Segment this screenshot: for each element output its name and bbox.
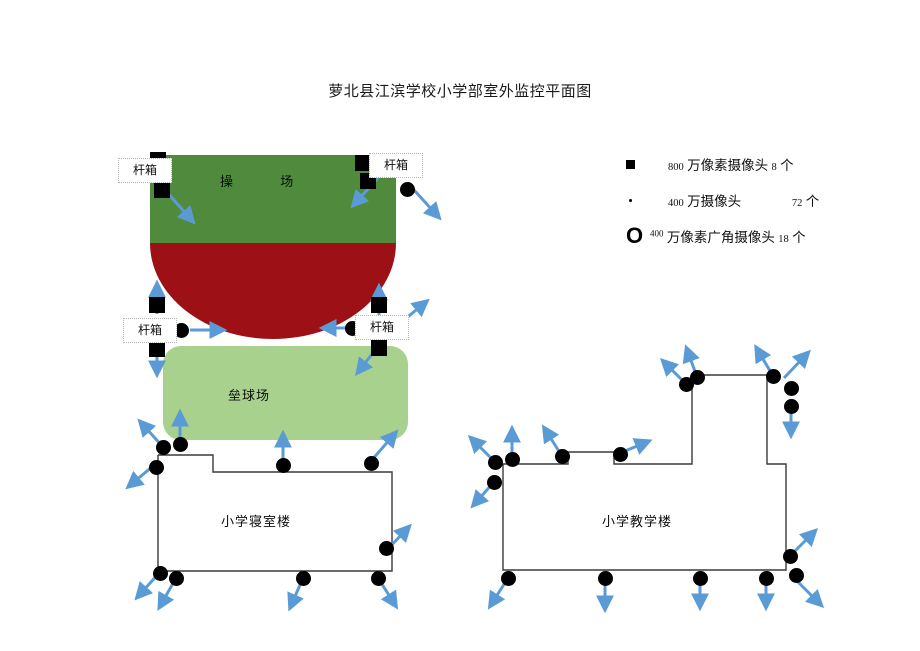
camera-round[interactable] [598, 571, 613, 586]
legend-count-prefix: 400 [650, 228, 664, 239]
camera-square[interactable] [371, 340, 387, 356]
camera-round[interactable] [400, 182, 415, 197]
camera-round[interactable] [613, 447, 628, 462]
camera-round[interactable] [296, 571, 311, 586]
pole-box-bottom-right: 杆箱 [355, 315, 409, 340]
camera-round[interactable] [276, 458, 291, 473]
legend-quantity: 8 [771, 162, 777, 173]
dormitory-label: 小学寝室楼 [221, 514, 292, 529]
camera-round[interactable] [783, 549, 798, 564]
legend-unit: 个 [792, 230, 806, 245]
filled-square-icon [626, 159, 668, 169]
camera-round[interactable] [501, 571, 516, 586]
legend: 800 万像素摄像头 8 个 400 万摄像头 72 个 O 400 万像素广角… [626, 146, 896, 254]
legend-unit: 个 [805, 194, 820, 209]
playground-label: 操 场 [220, 174, 316, 189]
small-dot-icon [626, 198, 668, 202]
camera-round[interactable] [379, 541, 394, 556]
legend-quantity: 72 [791, 198, 803, 209]
camera-square[interactable] [154, 182, 170, 198]
camera-round[interactable] [693, 571, 708, 586]
camera-round[interactable] [156, 440, 171, 455]
camera-round[interactable] [766, 369, 781, 384]
camera-square[interactable] [149, 297, 165, 313]
legend-label: 万摄像头 [687, 194, 742, 209]
teaching-building-label: 小学教学楼 [602, 514, 673, 529]
pole-box-top-right: 杆箱 [369, 153, 423, 178]
legend-count-prefix: 400 [668, 198, 684, 209]
camera-round[interactable] [153, 566, 168, 581]
camera-round[interactable] [759, 571, 774, 586]
legend-quantity: 18 [778, 234, 789, 245]
pole-box-bottom-left: 杆箱 [123, 318, 177, 343]
page-title: 萝北县江滨学校小学部室外监控平面图 [328, 84, 592, 100]
camera-round[interactable] [371, 571, 386, 586]
camera-round[interactable] [789, 568, 804, 583]
legend-unit: 个 [780, 158, 794, 173]
camera-square[interactable] [371, 297, 387, 313]
camera-round[interactable] [784, 381, 799, 396]
camera-round[interactable] [173, 437, 188, 452]
camera-round[interactable] [169, 571, 184, 586]
legend-row: 400 万摄像头 72 个 [626, 182, 896, 218]
legend-row: 800 万像素摄像头 8 个 [626, 146, 896, 182]
camera-round[interactable] [149, 460, 164, 475]
pole-box-top-left: 杆箱 [118, 158, 172, 183]
camera-round[interactable] [487, 475, 502, 490]
camera-round[interactable] [488, 455, 503, 470]
legend-row: O 400 万像素广角摄像头 18 个 [626, 218, 896, 254]
teaching-building-outline [502, 374, 787, 571]
camera-round[interactable] [174, 323, 189, 338]
camera-round[interactable] [364, 456, 379, 471]
camera-square[interactable] [149, 341, 165, 357]
camera-round[interactable] [555, 449, 570, 464]
ring-o-icon: O [626, 223, 644, 248]
camera-round[interactable] [505, 452, 520, 467]
softball-field-label: 垒球场 [228, 388, 271, 403]
camera-round[interactable] [690, 370, 705, 385]
camera-round[interactable] [784, 399, 799, 414]
camera-square[interactable] [355, 155, 371, 171]
legend-count-prefix: 800 [668, 162, 684, 173]
legend-label: 万像素广角摄像头 [666, 230, 775, 245]
legend-label: 万像素摄像头 [687, 158, 769, 173]
